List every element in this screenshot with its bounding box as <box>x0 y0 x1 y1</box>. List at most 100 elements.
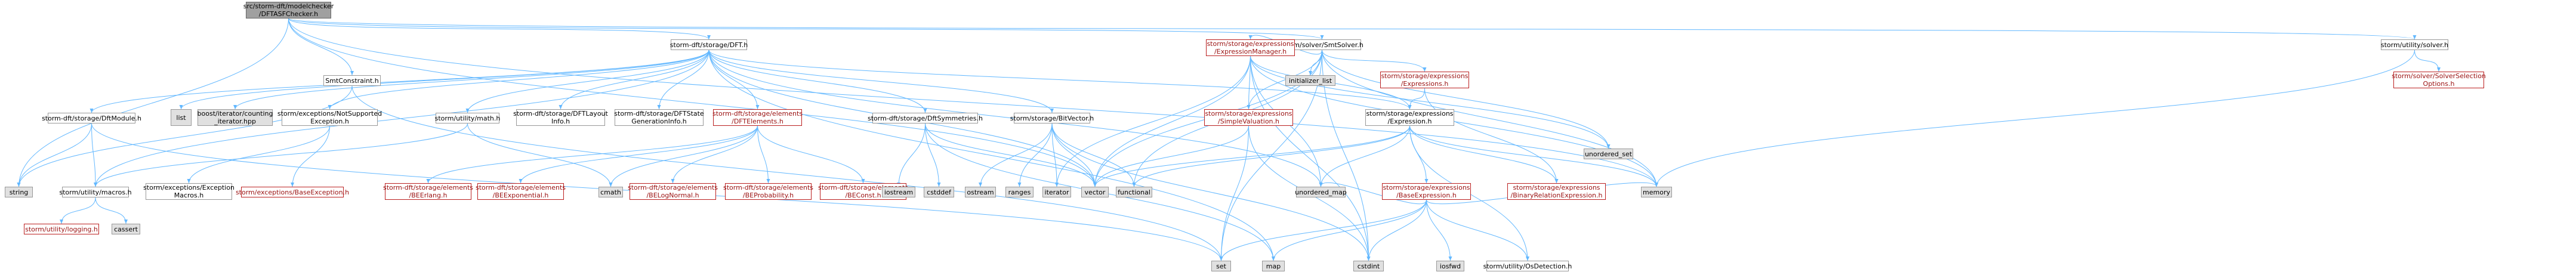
node-solverselectionoptions[interactable]: storm/solver/SolverSelection Options.h <box>2392 72 2486 88</box>
edge-expression-to-memory <box>1409 125 1658 187</box>
edge-dft-to-dftstategen <box>657 50 709 110</box>
node-boost-counting-iterator[interactable]: boost/iterator/counting _iterator.hpp <box>197 109 273 126</box>
edge-dft-to-dftsymm <box>708 50 927 113</box>
edge-bitvector-to-iterator <box>1051 123 1059 187</box>
node-beerlang[interactable]: storm-dft/storage/elements /BEErlang.h <box>382 183 474 200</box>
node-set[interactable]: set <box>1211 261 1231 271</box>
node-dftlayoutinfo[interactable]: storm-dft/storage/DFTLayout Info.h <box>513 109 608 126</box>
node-utility-math[interactable]: storm/utility/math.h <box>435 113 500 123</box>
edge-smtconstraint-to-set <box>351 85 1223 261</box>
node-beprobability[interactable]: storm-dft/storage/elements /BEProbabilit… <box>723 183 814 200</box>
edge-dftsymm-to-iostream <box>897 123 925 187</box>
edge-dftelements-to-cmath <box>609 125 758 187</box>
node-baseexception[interactable]: storm/exceptions/BaseException.h <box>236 187 349 197</box>
node-beexponential[interactable]: storm-dft/storage/elements /BEExponentia… <box>475 183 566 200</box>
edge-dftelements-to-befang <box>426 125 758 184</box>
node-memory[interactable]: memory <box>1641 187 1672 197</box>
edge-baseexpr-to-osdetection <box>1426 199 1529 261</box>
node-simplevaluation[interactable]: storm/storage/expressions /SimpleValuati… <box>1204 109 1293 126</box>
node-functional[interactable]: functional <box>1116 187 1152 197</box>
edge-dftelements-to-belognormal <box>671 125 758 184</box>
node-smtconstraint[interactable]: SmtConstraint.h <box>323 75 381 86</box>
edge-bitvector-to-cstdint <box>1051 123 1371 261</box>
node-expressions[interactable]: storm/storage/expressions /Expressions.h <box>1380 72 1469 88</box>
edge-math-to-macros <box>94 123 468 187</box>
edge-dft-to-boostcounting <box>233 50 709 110</box>
edge-dftelements-to-beprob <box>757 125 770 184</box>
edge-baseexpr-to-map <box>1272 199 1427 261</box>
node-string[interactable]: string <box>5 187 33 197</box>
edge-utilsolver-to-solverselect <box>2414 50 2441 72</box>
node-dft[interactable]: storm-dft/storage/DFT.h <box>670 39 748 50</box>
node-unordered-map[interactable]: unordered_map <box>1295 187 1347 197</box>
node-dftasfchecker[interactable]: src/storm-dft/modelchecker /DFTASFChecke… <box>243 2 334 18</box>
edge-simpleval-to-vector <box>1093 125 1249 187</box>
edge-exprmanager-to-iterator <box>1055 55 1251 187</box>
edge-baseexpr-to-iosfwd <box>1426 199 1452 261</box>
node-ostream[interactable]: ostream <box>965 187 996 197</box>
node-expression[interactable]: storm/storage/expressions /Expression.h <box>1365 109 1454 126</box>
edge-exprmanager-to-cstdint <box>1250 55 1371 261</box>
node-initializer-list[interactable]: initializer_list <box>1285 75 1335 86</box>
node-binaryrelationexpression[interactable]: storm/storage/expressions /BinaryRelatio… <box>1507 183 1606 200</box>
node-dftelements[interactable]: storm-dft/storage/elements /DFTElements.… <box>712 109 803 126</box>
edge-dft-to-bitvector <box>708 50 1054 113</box>
edge-expression-to-unordered_map <box>1319 125 1410 187</box>
node-cmath[interactable]: cmath <box>599 187 623 197</box>
edge-bitvector-to-vector <box>1051 123 1097 187</box>
node-unordered-set[interactable]: unordered_set <box>1584 149 1633 159</box>
node-iterator[interactable]: iterator <box>1042 187 1071 197</box>
node-vector[interactable]: vector <box>1081 187 1109 197</box>
edge-smtsolver-to-unordered_set <box>1322 50 1611 149</box>
node-dftsymmetries[interactable]: storm-dft/storage/DftSymmetries.h <box>868 113 983 123</box>
node-notsupported-exception[interactable]: storm/exceptions/NotSupported Exception.… <box>277 109 382 126</box>
edge-expression-to-binrel <box>1409 125 1559 184</box>
node-baseexpression[interactable]: storm/storage/expressions /BaseExpressio… <box>1382 183 1471 200</box>
node-expressionmanager[interactable]: storm/storage/expressions /ExpressionMan… <box>1206 39 1295 56</box>
edge-root-to-memory <box>288 18 1658 187</box>
node-smtsolver[interactable]: storm/solver/SmtSolver.h <box>1281 39 1363 50</box>
node-cassert[interactable]: cassert <box>112 224 140 234</box>
node-ranges[interactable]: ranges <box>1005 187 1034 197</box>
node-dftstategenerationinfo[interactable]: storm-dft/storage/DFTState GenerationInf… <box>614 109 704 126</box>
edge-dft-to-math <box>465 50 709 113</box>
edge-dft-to-notsupported <box>328 50 709 110</box>
edge-baseexpr-to-cstdint <box>1366 199 1427 261</box>
edge-dft-to-expression <box>708 50 1412 110</box>
node-list[interactable]: list <box>171 109 192 126</box>
edge-root-to-dft <box>288 18 711 40</box>
edge-dft-to-map <box>708 50 1275 261</box>
edge-expression-to-functional <box>1132 125 1410 187</box>
edge-dft-to-macros <box>94 50 709 187</box>
edge-exprmanager-to-vector <box>1093 55 1251 187</box>
node-iostream[interactable]: iostream <box>882 187 915 197</box>
edge-baseexpr-to-unordered_map <box>1319 182 1427 205</box>
edge-smtconstraint-to-string <box>17 85 353 187</box>
node-belognormal[interactable]: storm-dft/storage/elements /BELogNormal.… <box>627 183 718 200</box>
edge-expressions-to-expression <box>1408 88 1425 110</box>
edge-dftmodule-to-string <box>17 123 92 187</box>
node-bitvector[interactable]: storm/storage/BitVector.h <box>1010 113 1094 123</box>
node-dftmodule[interactable]: storm-dft/storage/DftModule.h <box>42 113 141 123</box>
edge-dftelements-to-beexp <box>519 125 758 184</box>
node-cstdint[interactable]: cstdint <box>1353 261 1384 271</box>
edge-notsupported-to-baseexception <box>291 125 330 187</box>
edge-root-to-smtsolver <box>288 18 1324 40</box>
edge-bitvector-to-ranges <box>1017 123 1053 187</box>
edge-dft-to-dftmodule <box>90 50 709 113</box>
edge-macros-to-cassert <box>95 197 128 224</box>
node-exceptionmacros[interactable]: storm/exceptions/Exception Macros.h <box>143 183 235 200</box>
node-cstddef[interactable]: cstddef <box>924 187 954 197</box>
edge-math-to-cmath <box>467 123 613 187</box>
node-osdetection[interactable]: storm/utility/OsDetection.h <box>1483 261 1572 271</box>
edge-dftsymm-to-cstddef <box>925 123 941 187</box>
node-utility-logging[interactable]: storm/utility/logging.h <box>24 224 99 234</box>
node-iosfwd[interactable]: iosfwd <box>1436 261 1464 271</box>
node-utility-macros[interactable]: storm/utility/macros.h <box>59 187 132 197</box>
edge-notsupported-to-excmacros <box>187 125 330 184</box>
edge-baseexpr-to-set <box>1219 199 1427 261</box>
node-utility-solver[interactable]: storm/utility/solver.h <box>2381 39 2448 50</box>
edge-dft-to-dftelements <box>708 50 760 110</box>
node-map[interactable]: map <box>1262 261 1285 271</box>
edge-bitvector-to-functional <box>1051 123 1136 187</box>
